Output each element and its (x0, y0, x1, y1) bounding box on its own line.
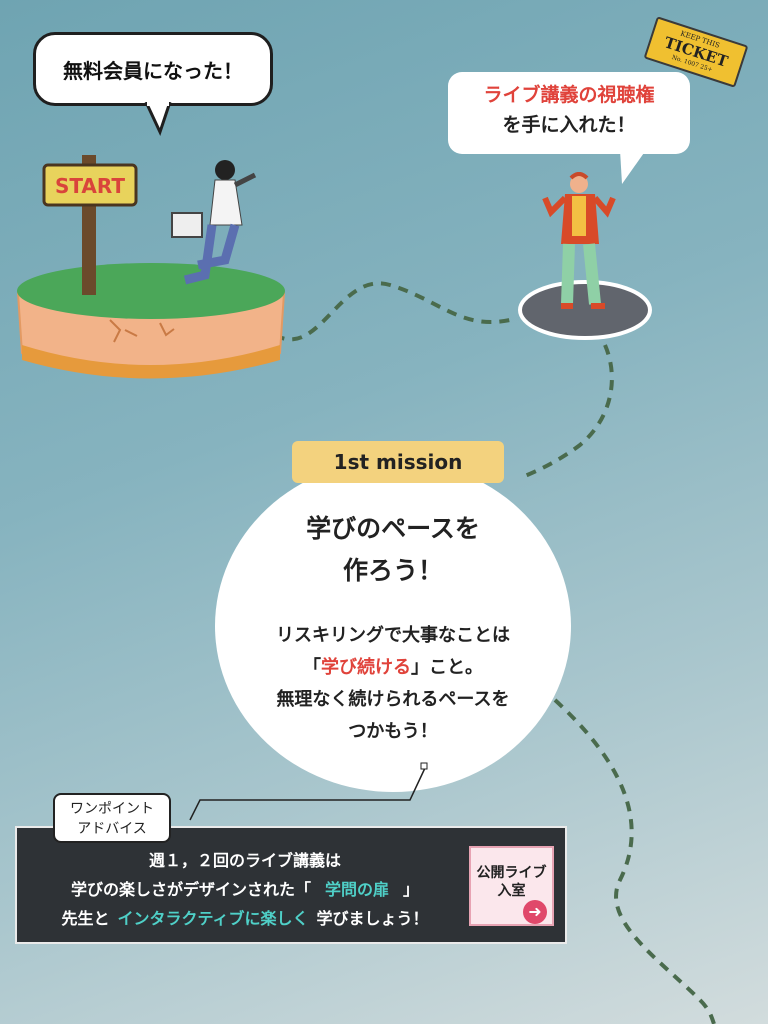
live-button-line1: 公開ライブ (476, 865, 547, 881)
person-illustration (518, 172, 652, 340)
mission-body-line1: リスキリングで大事なことは (276, 625, 510, 646)
live-button-line2: 入室 (497, 883, 526, 899)
mission-body-line2: 「学び続ける」こと。 (215, 652, 571, 684)
advice-tag: ワンポイント アドバイス (53, 793, 171, 843)
advice-line3-post: 学びましょう！ (316, 909, 429, 928)
mission-body-line3: 無理なく続けられるペースを (276, 689, 510, 710)
live-lecture-enter-button[interactable]: 公開ライブ 入室 ➜ (469, 846, 554, 926)
advice-line2-pre: 学びの楽しさがデザインされた「 (70, 880, 311, 899)
mission-label-text: 1st mission (333, 450, 463, 474)
start-speech-bubble: 無料会員になった！ (33, 32, 273, 106)
ticket-bubble-line2: を手に入れた！ (502, 114, 636, 136)
mission-title-line1: 学びのペースを (306, 514, 480, 543)
mission-title-line2: 作ろう！ (342, 556, 443, 585)
mission-title: 学びのペースを 作ろう！ (215, 508, 571, 592)
advice-line1: 週１，２回のライブ講義は (148, 851, 341, 870)
start-bubble-tail (144, 102, 172, 137)
mission-label: 1st mission (292, 441, 504, 483)
mission-body: リスキリングで大事なことは 「学び続ける」こと。 無理なく続けられるペースを つ… (215, 620, 571, 748)
advice-line2-highlight: 学問の扉 (324, 880, 389, 899)
mission-body-line4: つかもう！ (348, 721, 438, 742)
ticket-speech-bubble: ライブ講義の視聴権 を手に入れた！ (448, 72, 690, 154)
ticket-bubble-line1: ライブ講義の視聴権 (483, 84, 655, 106)
mission-circle (215, 460, 571, 792)
advice-line3-pre: 先生と (61, 909, 110, 928)
mission-body-highlight: 学び続ける (321, 657, 411, 678)
advice-line2-post: 」 (403, 880, 420, 899)
advice-line3: 先生とインタラクティブに楽しく学びましょう！ (20, 904, 470, 933)
live-button-label: 公開ライブ 入室 (471, 864, 552, 900)
advice-tag-line1: ワンポイント (70, 801, 154, 817)
mission-body-line2-pre: 「 (303, 657, 321, 678)
start-bubble-text: 無料会員になった！ (63, 58, 243, 83)
arrow-right-icon: ➜ (523, 900, 547, 924)
advice-tag-line2: アドバイス (77, 821, 147, 837)
start-island-illustration: START (16, 155, 286, 379)
start-sign-text: START (55, 174, 125, 198)
ticket-bubble-tail (620, 150, 646, 184)
advice-line3-highlight: インタラクティブに楽しく (117, 909, 309, 928)
advice-line2: 学びの楽しさがデザインされた「学問の扉」 (20, 875, 470, 904)
mission-body-line2-post: 」こと。 (411, 657, 483, 678)
advice-text: 週１，２回のライブ講義は 学びの楽しさがデザインされた「学問の扉」 先生とインタ… (20, 846, 470, 933)
